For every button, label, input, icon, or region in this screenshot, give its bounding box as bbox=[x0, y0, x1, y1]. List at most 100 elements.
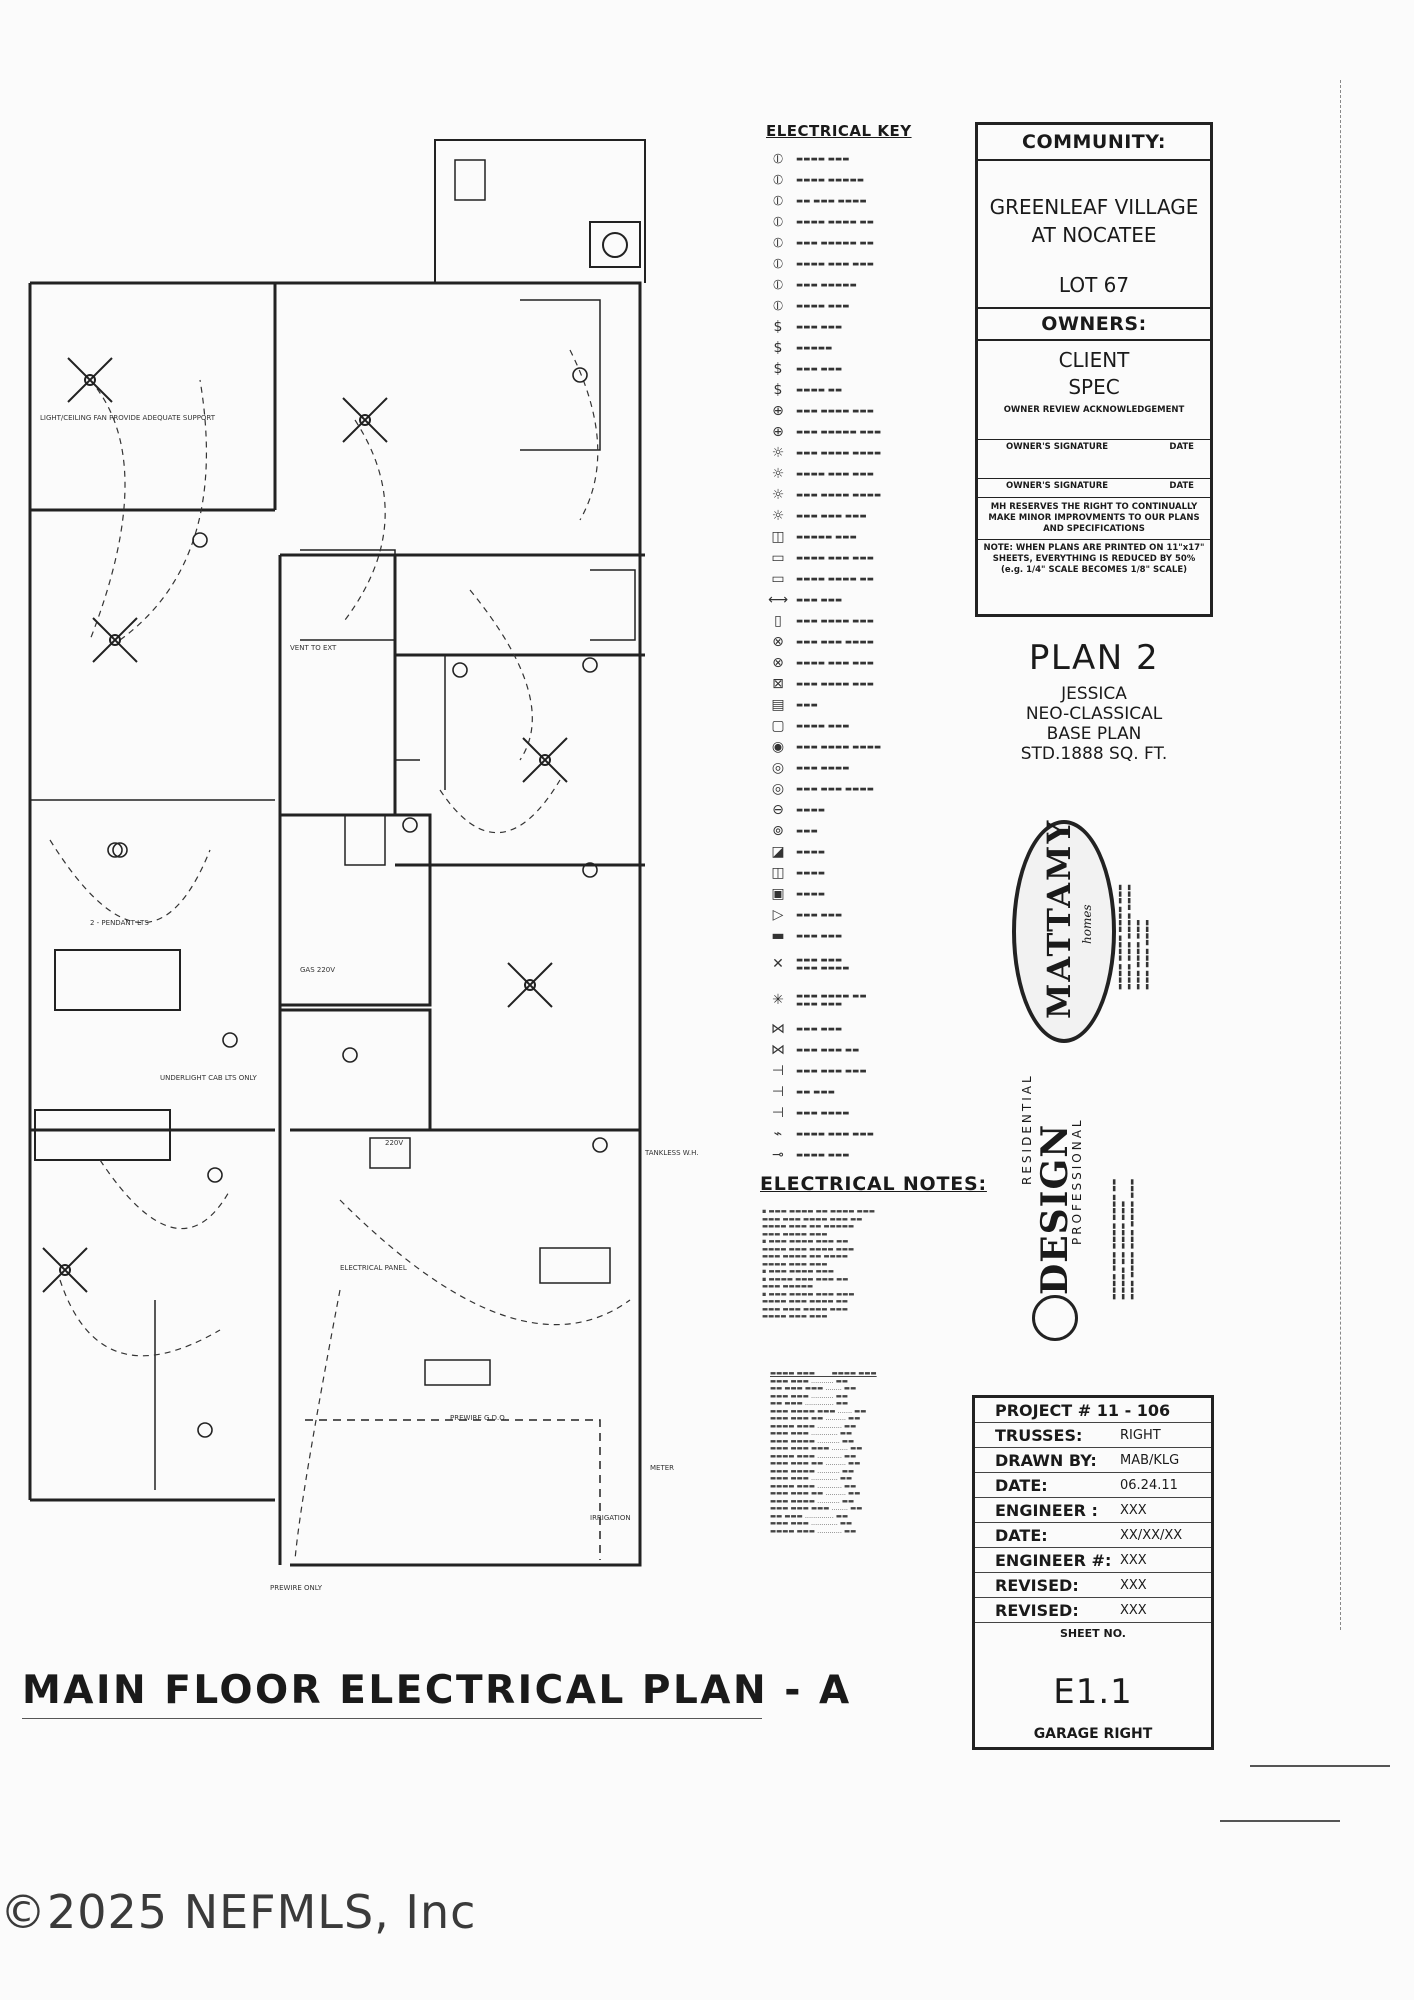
project-row-value: XXX bbox=[1120, 1502, 1147, 1518]
outlet-icon: ⦶ bbox=[772, 276, 784, 293]
mattamy-logo-sub: homes bbox=[1080, 904, 1094, 944]
plan-model: JESSICA bbox=[1061, 684, 1127, 704]
community-name-1: GREENLEAF VILLAGE bbox=[989, 195, 1199, 219]
panel-icon: ▬ bbox=[771, 927, 785, 944]
emergency-light-icon: ◫ bbox=[771, 528, 785, 545]
project-row: ENGINEER : XXX bbox=[975, 1498, 1211, 1523]
plan-base: BASE PLAN bbox=[1046, 724, 1142, 744]
television-icon: ▣ bbox=[771, 885, 785, 902]
plan-info: PLAN 2 JESSICA NEO-CLASSICAL BASE PLAN S… bbox=[975, 638, 1213, 764]
key-row: ⦶▬▬▬ ▬▬▬▬▬ ▬▬ bbox=[760, 232, 960, 253]
rights-line-2: MAKE MINOR IMPROVMENTS TO OUR PLANS bbox=[988, 513, 1200, 523]
key-row: ⋈▬▬▬ ▬▬▬ ▬▬ bbox=[760, 1039, 960, 1060]
disconnect-icon: ⊸ bbox=[772, 1146, 784, 1163]
key-row: ▭▬▬▬▬ ▬▬▬▬ ▬▬ bbox=[760, 568, 960, 589]
project-row-key: PROJECT # 11 - 106 bbox=[995, 1400, 1171, 1420]
project-row-value: XXX bbox=[1120, 1577, 1147, 1593]
copyright-watermark: ©2025 NEFMLS, Inc bbox=[0, 1885, 477, 1939]
heat-detector-icon: ◎ bbox=[771, 759, 785, 776]
garage-door-icon: ⌁ bbox=[773, 1125, 783, 1142]
mattamy-address: ▬▬▬▬ ▬▬▬▬ ▬▬▬▬ ▬▬▬ ▬▬▬▬ ▬▬▬ ▬▬▬▬ ▬▬▬▬ ▬▬… bbox=[1116, 884, 1151, 990]
title-underline bbox=[22, 1718, 762, 1719]
key-row: ⊚▬▬▬ bbox=[760, 820, 960, 841]
project-row-value: XXX bbox=[1120, 1552, 1147, 1568]
light-icon: ⊕ bbox=[772, 423, 784, 440]
lot-number: LOT 67 bbox=[1058, 273, 1130, 297]
mattamy-logo-text: MATTAMY bbox=[1040, 818, 1078, 1019]
key-row: ◎▬▬▬ ▬▬▬ ▬▬▬▬ bbox=[760, 778, 960, 799]
key-row: ▷▬▬▬ ▬▬▬ bbox=[760, 904, 960, 925]
switch-icon: $ bbox=[773, 360, 783, 377]
key-row: $▬▬▬▬▬ bbox=[760, 337, 960, 358]
print-note: NOTE: WHEN PLANS ARE PRINTED ON 11"x17" … bbox=[978, 543, 1210, 576]
electrical-notes-title: ELECTRICAL NOTES: bbox=[760, 1173, 987, 1195]
project-row-key: REVISED: bbox=[995, 1575, 1079, 1595]
key-row: ⦶▬▬▬ ▬▬▬▬▬ bbox=[760, 274, 960, 295]
print-note-line-1: NOTE: WHEN PLANS ARE PRINTED ON 11"x17" bbox=[983, 543, 1205, 553]
sheet-note: GARAGE RIGHT bbox=[1033, 1726, 1153, 1742]
track-light-icon: ⟷ bbox=[767, 591, 789, 608]
project-row: DATE:XX/XX/XX bbox=[975, 1523, 1211, 1548]
plan-label-garage-door: PREWIRE G.D.O. bbox=[450, 1414, 507, 1422]
hub-icon: ▯ bbox=[774, 612, 782, 629]
owner-review-label: OWNER REVIEW ACKNOWLEDGEMENT bbox=[1003, 405, 1185, 415]
drawing-title: MAIN FLOOR ELECTRICAL PLAN - A bbox=[22, 1668, 852, 1713]
key-row: ▤▬▬▬ bbox=[760, 694, 960, 715]
speaker-icon: ⊚ bbox=[772, 822, 784, 839]
title-block: COMMUNITY: GREENLEAF VILLAGE AT NOCATEE … bbox=[975, 122, 1213, 617]
scan-edge-line bbox=[1340, 80, 1342, 1630]
key-row: ▯▬▬▬ ▬▬▬▬ ▬▬▬ bbox=[760, 610, 960, 631]
key-row: ⋈▬▬▬ ▬▬▬ bbox=[760, 1018, 960, 1039]
key-row: $▬▬▬ ▬▬▬ bbox=[760, 358, 960, 379]
exhaust-fan-icon: ⊗ bbox=[772, 654, 784, 671]
plan-label-ceiling-fan: LIGHT/CEILING FAN PROVIDE ADEQUATE SUPPO… bbox=[40, 414, 216, 422]
rights-line-1: MH RESERVES THE RIGHT TO CONTINUALLY bbox=[990, 502, 1198, 512]
key-row: ⊕▬▬▬ ▬▬▬▬▬ ▬▬▬ bbox=[760, 421, 960, 442]
key-row: ▬▬▬▬ ▬▬▬ bbox=[760, 925, 960, 946]
exhaust-fan-icon: ⊠ bbox=[772, 675, 784, 692]
ceiling-fan-icon: ✕ bbox=[772, 956, 784, 972]
sheet-label: SHEET NO. bbox=[1060, 1627, 1126, 1640]
owner-1: CLIENT bbox=[1058, 348, 1130, 372]
plan-label-tankless: TANKLESS W.H. bbox=[644, 1149, 699, 1157]
key-row: ◉▬▬▬ ▬▬▬▬ ▬▬▬▬ bbox=[760, 736, 960, 757]
project-row-value: MAB/KLG bbox=[1120, 1452, 1180, 1468]
key-row: ◎▬▬▬ ▬▬▬▬ bbox=[760, 757, 960, 778]
plan-style: NEO-CLASSICAL bbox=[1025, 704, 1163, 724]
switch-icon: $ bbox=[773, 381, 783, 398]
key-row: ⊣▬▬▬ ▬▬▬ ▬▬▬ bbox=[760, 1060, 960, 1081]
outlet-icon: ⦶ bbox=[772, 171, 784, 188]
project-row-key: ENGINEER : bbox=[995, 1500, 1098, 1520]
outlet-icon: ⦶ bbox=[772, 213, 784, 230]
hose-bib-icon: ⊣ bbox=[771, 1083, 785, 1100]
telephone-icon: ◪ bbox=[771, 843, 785, 860]
light-icon: ☼ bbox=[771, 486, 785, 503]
key-row: ☼▬▬▬ ▬▬▬ ▬▬▬ bbox=[760, 505, 960, 526]
key-row: ◪▬▬▬▬ bbox=[760, 841, 960, 862]
outlet-icon: ⦶ bbox=[772, 150, 784, 167]
key-row: ⦶▬▬▬▬ ▬▬▬ bbox=[760, 295, 960, 316]
project-row: DATE:06.24.11 bbox=[975, 1473, 1211, 1498]
meter-icon: ▷ bbox=[772, 906, 784, 923]
key-row: ⊗▬▬▬▬ ▬▬▬ ▬▬▬ bbox=[760, 652, 960, 673]
project-row-key: DATE: bbox=[995, 1475, 1048, 1495]
owner-2: SPEC bbox=[1068, 375, 1120, 399]
plan-name: PLAN 2 bbox=[1028, 638, 1160, 678]
light-icon: ☼ bbox=[771, 444, 785, 461]
plan-label-irrigation: IRRIGATION bbox=[590, 1514, 631, 1522]
community-label: COMMUNITY: bbox=[1022, 131, 1166, 153]
project-row-key: REVISED: bbox=[995, 1600, 1079, 1620]
light-icon: ☼ bbox=[771, 507, 785, 524]
gas-valve-icon: ⋈ bbox=[771, 1020, 785, 1037]
key-row: ◫▬▬▬▬▬ ▬▬▬ bbox=[760, 526, 960, 547]
owners-label: OWNERS: bbox=[1041, 313, 1147, 335]
light-icon: ☼ bbox=[771, 465, 785, 482]
project-row-key: TRUSSES: bbox=[995, 1425, 1083, 1445]
switch-icon: $ bbox=[773, 318, 783, 335]
plan-label-vent: VENT TO EXT bbox=[290, 644, 337, 652]
key-row: ⦶▬▬ ▬▬▬ ▬▬▬▬ bbox=[760, 190, 960, 211]
signature-row-1: OWNER'S SIGNATURE DATE bbox=[978, 440, 1210, 452]
thermostat-icon: ⊖ bbox=[772, 801, 784, 818]
key-row: ☼▬▬▬▬ ▬▬▬ ▬▬▬ bbox=[760, 463, 960, 484]
rights-line-3: AND SPECIFICATIONS bbox=[1043, 524, 1145, 534]
